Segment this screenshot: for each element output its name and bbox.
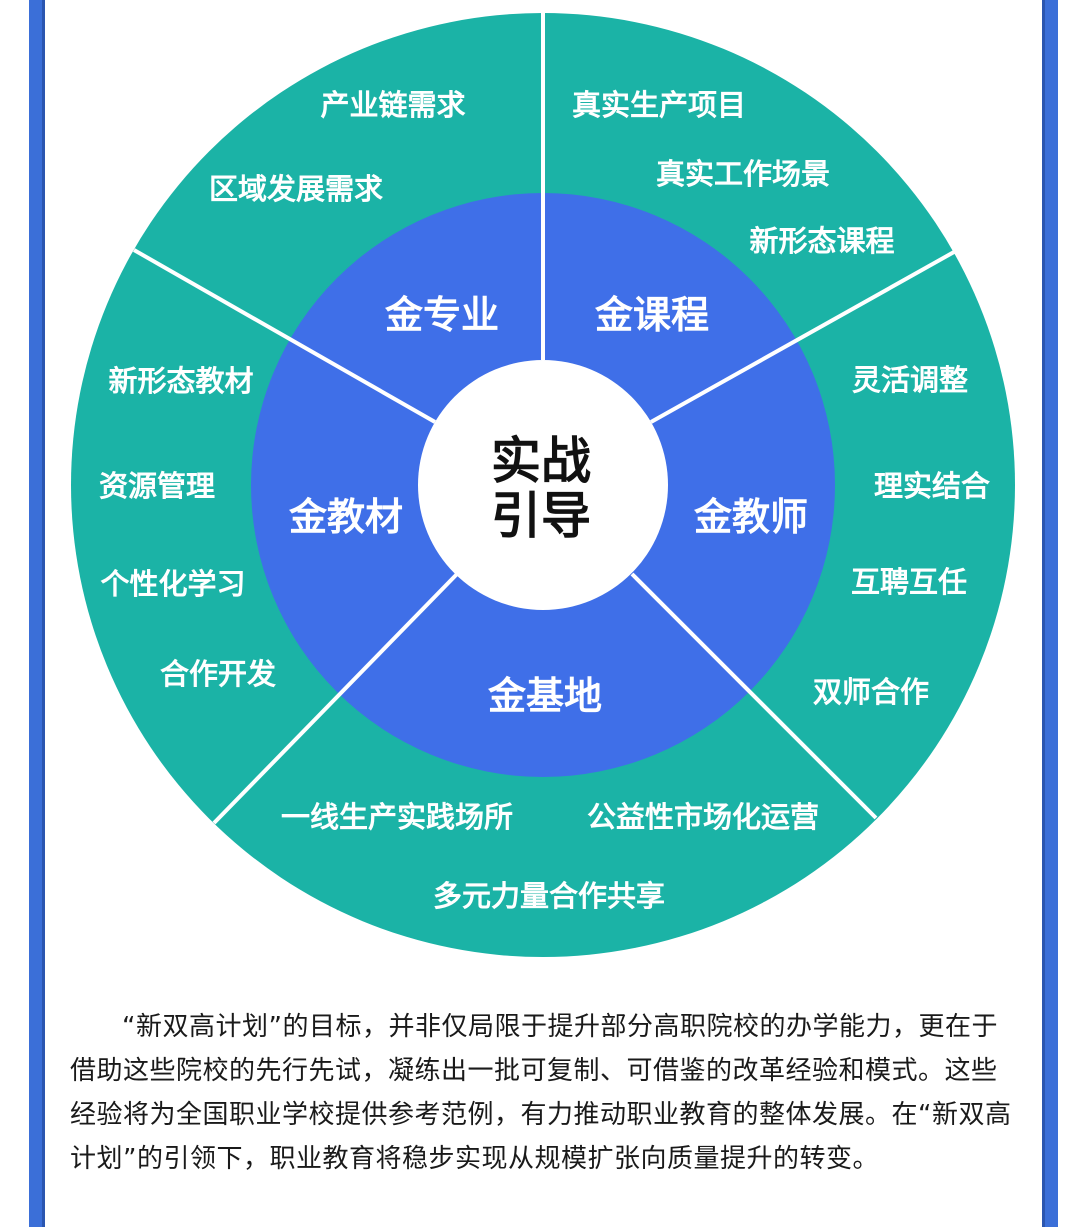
- inner-label-base: 金基地: [487, 674, 602, 718]
- center-title-line1: 实战: [491, 432, 591, 490]
- outer-item-teacher-2: 理实结合: [874, 469, 990, 503]
- divider-upper-left: [133, 248, 436, 424]
- wheel-diagram: 实战 引导 金专业 金课程 金教师 金基地 金教材 产业链需求 区域发展需求 真…: [71, 13, 1015, 957]
- outer-item-course-1: 真实生产项目: [572, 88, 746, 122]
- segment-dividers: [133, 13, 955, 825]
- inner-label-major: 金专业: [384, 293, 499, 337]
- outer-item-base-3: 多元力量合作共享: [433, 879, 665, 913]
- outer-item-major-2: 区域发展需求: [209, 172, 383, 206]
- center-circle: [418, 360, 668, 610]
- center-title-line2: 引导: [491, 487, 591, 545]
- inner-label-course: 金课程: [594, 293, 709, 337]
- divider-upper-right: [650, 250, 955, 424]
- outer-item-textbook-1: 新形态教材: [108, 364, 253, 398]
- divider-lower-right: [630, 572, 878, 820]
- outer-item-base-1: 一线生产实践场所: [281, 800, 513, 834]
- outer-item-course-2: 真实工作场景: [656, 157, 830, 191]
- right-frame-border: [1042, 0, 1058, 1227]
- outer-item-course-3: 新形态课程: [749, 224, 894, 258]
- inner-label-textbook: 金教材: [288, 495, 403, 539]
- outer-item-major-1: 产业链需求: [320, 88, 465, 122]
- inner-label-teacher: 金教师: [693, 495, 808, 539]
- outer-item-textbook-3: 个性化学习: [100, 567, 245, 601]
- outer-item-teacher-3: 互聘互任: [851, 565, 967, 599]
- outer-item-teacher-1: 灵活调整: [852, 363, 968, 397]
- divider-lower-left: [212, 572, 459, 825]
- outer-item-base-2: 公益性市场化运营: [587, 800, 819, 834]
- outer-item-textbook-2: 资源管理: [99, 469, 215, 503]
- left-frame-border: [29, 0, 45, 1227]
- outer-item-teacher-4: 双师合作: [813, 675, 929, 709]
- body-paragraph: “新双高计划”的目标，并非仅局限于提升部分高职院校的办学能力，更在于借助这些院校…: [70, 1012, 1012, 1174]
- outer-item-textbook-4: 合作开发: [160, 657, 276, 691]
